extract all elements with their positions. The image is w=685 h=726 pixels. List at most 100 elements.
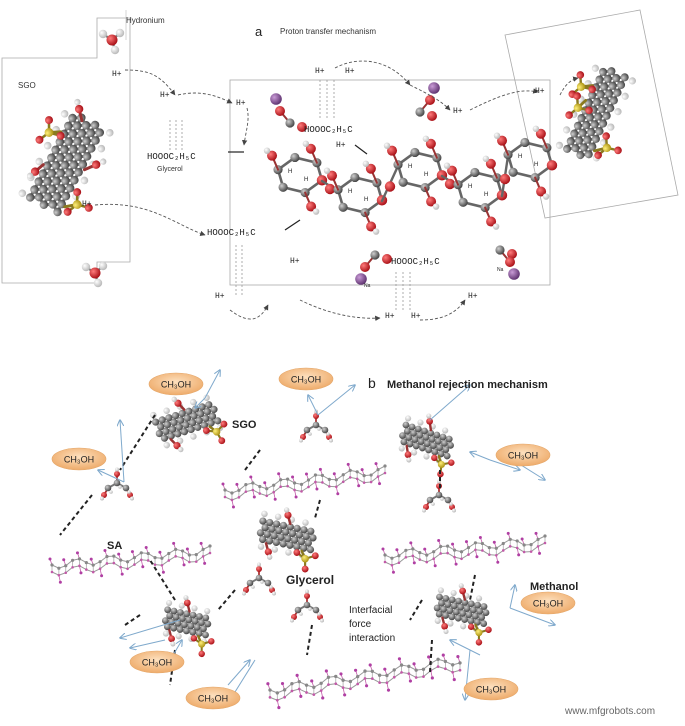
carbon-atom <box>167 552 170 555</box>
oxygen-atom <box>188 561 191 564</box>
carbon-atom <box>123 485 130 492</box>
interaction-dash <box>120 415 155 470</box>
hydrogen-atom <box>163 407 171 415</box>
oxygen-atom <box>432 557 435 560</box>
oxygen-atom <box>147 559 150 562</box>
bond <box>274 487 281 492</box>
glycerol-molecule <box>100 468 134 501</box>
hydrogen-atom <box>606 122 616 132</box>
carbon-atom <box>371 670 374 673</box>
glycerol-formula: HOOOC₂H₅C <box>391 257 440 267</box>
oxygen-atom <box>356 683 359 686</box>
oxygen-atom <box>460 557 463 560</box>
carbon-atom <box>418 551 421 554</box>
oxygen-atom <box>99 567 102 570</box>
oxygen-atom <box>186 548 189 551</box>
oxygen-atom <box>276 699 279 702</box>
hydrogen-atom <box>163 441 171 449</box>
hydrogen-atom <box>115 468 119 472</box>
oxygen-atom <box>314 481 317 484</box>
oxygen-atom <box>258 492 261 495</box>
oxygen-atom <box>451 671 454 674</box>
oxygen-atom <box>453 678 456 681</box>
methanol-badge: CH₃OH <box>279 368 333 390</box>
carbon-atom <box>335 478 338 481</box>
carbon-atom <box>258 485 261 488</box>
glycerol-formula: HOOOC₂H₅C <box>147 152 196 162</box>
hydrogen-atom <box>494 132 500 138</box>
oxygen-atom <box>431 676 434 679</box>
oxygen-atom <box>343 693 346 696</box>
oxygen-atom <box>315 487 318 490</box>
oxygen-atom <box>92 571 95 574</box>
proton-label: H+ <box>385 312 395 321</box>
oxygen-atom <box>106 562 109 565</box>
carbon-atom <box>188 553 191 556</box>
ring-h-label: H <box>468 184 472 190</box>
carbon-atom <box>313 607 320 614</box>
oxygen-atom <box>342 686 345 689</box>
oxygen-atom <box>400 671 403 674</box>
oxygen-atom <box>354 669 357 672</box>
oxygen-atom <box>281 682 284 685</box>
oxygen-atom <box>455 563 458 566</box>
hydrogen-atom <box>59 109 69 119</box>
oxygen-atom <box>90 268 101 279</box>
oxygen-atom <box>263 481 266 484</box>
oxygen-atom <box>363 481 366 484</box>
oxygen-atom <box>291 475 294 478</box>
oxygen-atom <box>467 553 470 556</box>
bond <box>399 557 406 562</box>
hydrogen-atom <box>100 497 104 501</box>
ring-h-label: H <box>534 162 538 168</box>
proton-hop-arrow <box>470 91 538 110</box>
carbon-atom <box>350 173 359 182</box>
carbon-atom <box>509 168 518 177</box>
methanol-badge-text: CH₃OH <box>476 685 506 695</box>
carbon-atom <box>160 557 163 560</box>
oxygen-atom <box>378 482 381 485</box>
oxygen-atom <box>78 565 81 568</box>
hydrogen-atom <box>43 140 53 150</box>
oxygen-atom <box>319 468 322 471</box>
oxygen-atom <box>299 695 302 698</box>
hydrogen-atom <box>317 427 321 431</box>
carbon-atom <box>181 549 184 552</box>
oxygen-atom <box>311 552 319 560</box>
hydrogen-atom <box>398 445 406 453</box>
carbon-atom <box>523 543 526 546</box>
hydrogen-atom <box>204 607 211 614</box>
watermark: www.mfgrobots.com <box>564 706 655 717</box>
carbon-atom <box>342 473 345 476</box>
carbon-atom <box>383 553 386 556</box>
carbon-atom <box>474 541 477 544</box>
carbon-atom <box>439 545 442 548</box>
oxygen-atom <box>382 548 385 551</box>
oxygen-atom <box>107 35 118 46</box>
bond <box>387 677 394 683</box>
carbon-atom <box>334 675 337 678</box>
oxygen-atom <box>217 436 226 445</box>
oxygen-atom <box>342 480 345 483</box>
carbon-atom <box>410 148 419 157</box>
oxygen-atom <box>371 677 374 680</box>
interaction-dash <box>60 495 92 535</box>
oxygen-atom <box>266 682 269 685</box>
carbon-atom <box>306 545 315 554</box>
proton-label: H+ <box>336 141 346 150</box>
oxygen-atom <box>245 490 248 493</box>
oxygen-atom <box>62 558 65 561</box>
carbon-atom <box>436 492 443 499</box>
oxygen-atom <box>370 481 373 484</box>
carbon-atom <box>378 674 381 677</box>
hydrogen-atom <box>82 263 90 271</box>
carbon-atom <box>383 464 386 467</box>
carbon-atom <box>290 682 293 685</box>
carbon-atom <box>140 551 143 554</box>
oxygen-atom <box>304 593 310 599</box>
proton-label: H+ <box>112 70 122 79</box>
oxygen-atom <box>313 413 319 419</box>
oxygen-atom <box>505 257 515 267</box>
oxygen-atom <box>277 472 280 475</box>
carbon-atom <box>78 557 81 560</box>
